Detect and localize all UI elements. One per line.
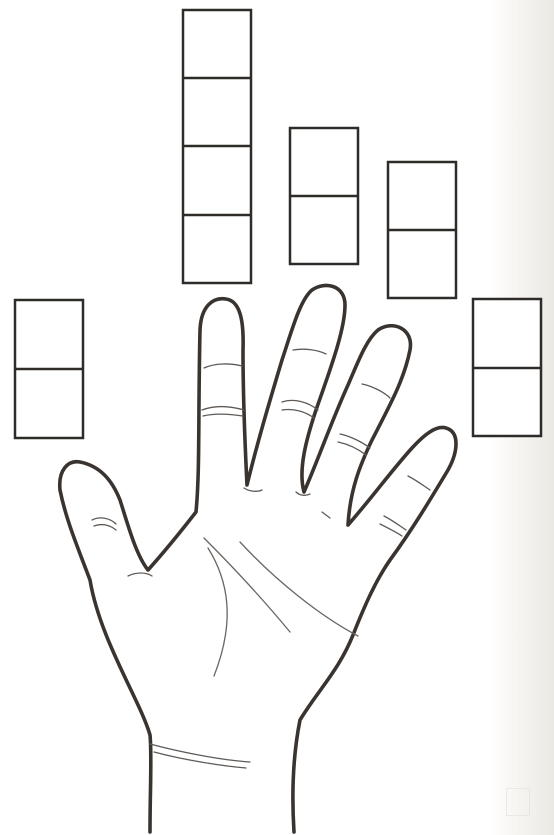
little-box-group [473, 299, 541, 436]
thumb-box-group [15, 300, 83, 438]
index-box-group [183, 10, 251, 283]
page-corner-mark [506, 788, 530, 816]
middle-box-group [290, 128, 358, 264]
hand-outline-icon [60, 285, 456, 832]
ring-box-group [388, 162, 456, 298]
